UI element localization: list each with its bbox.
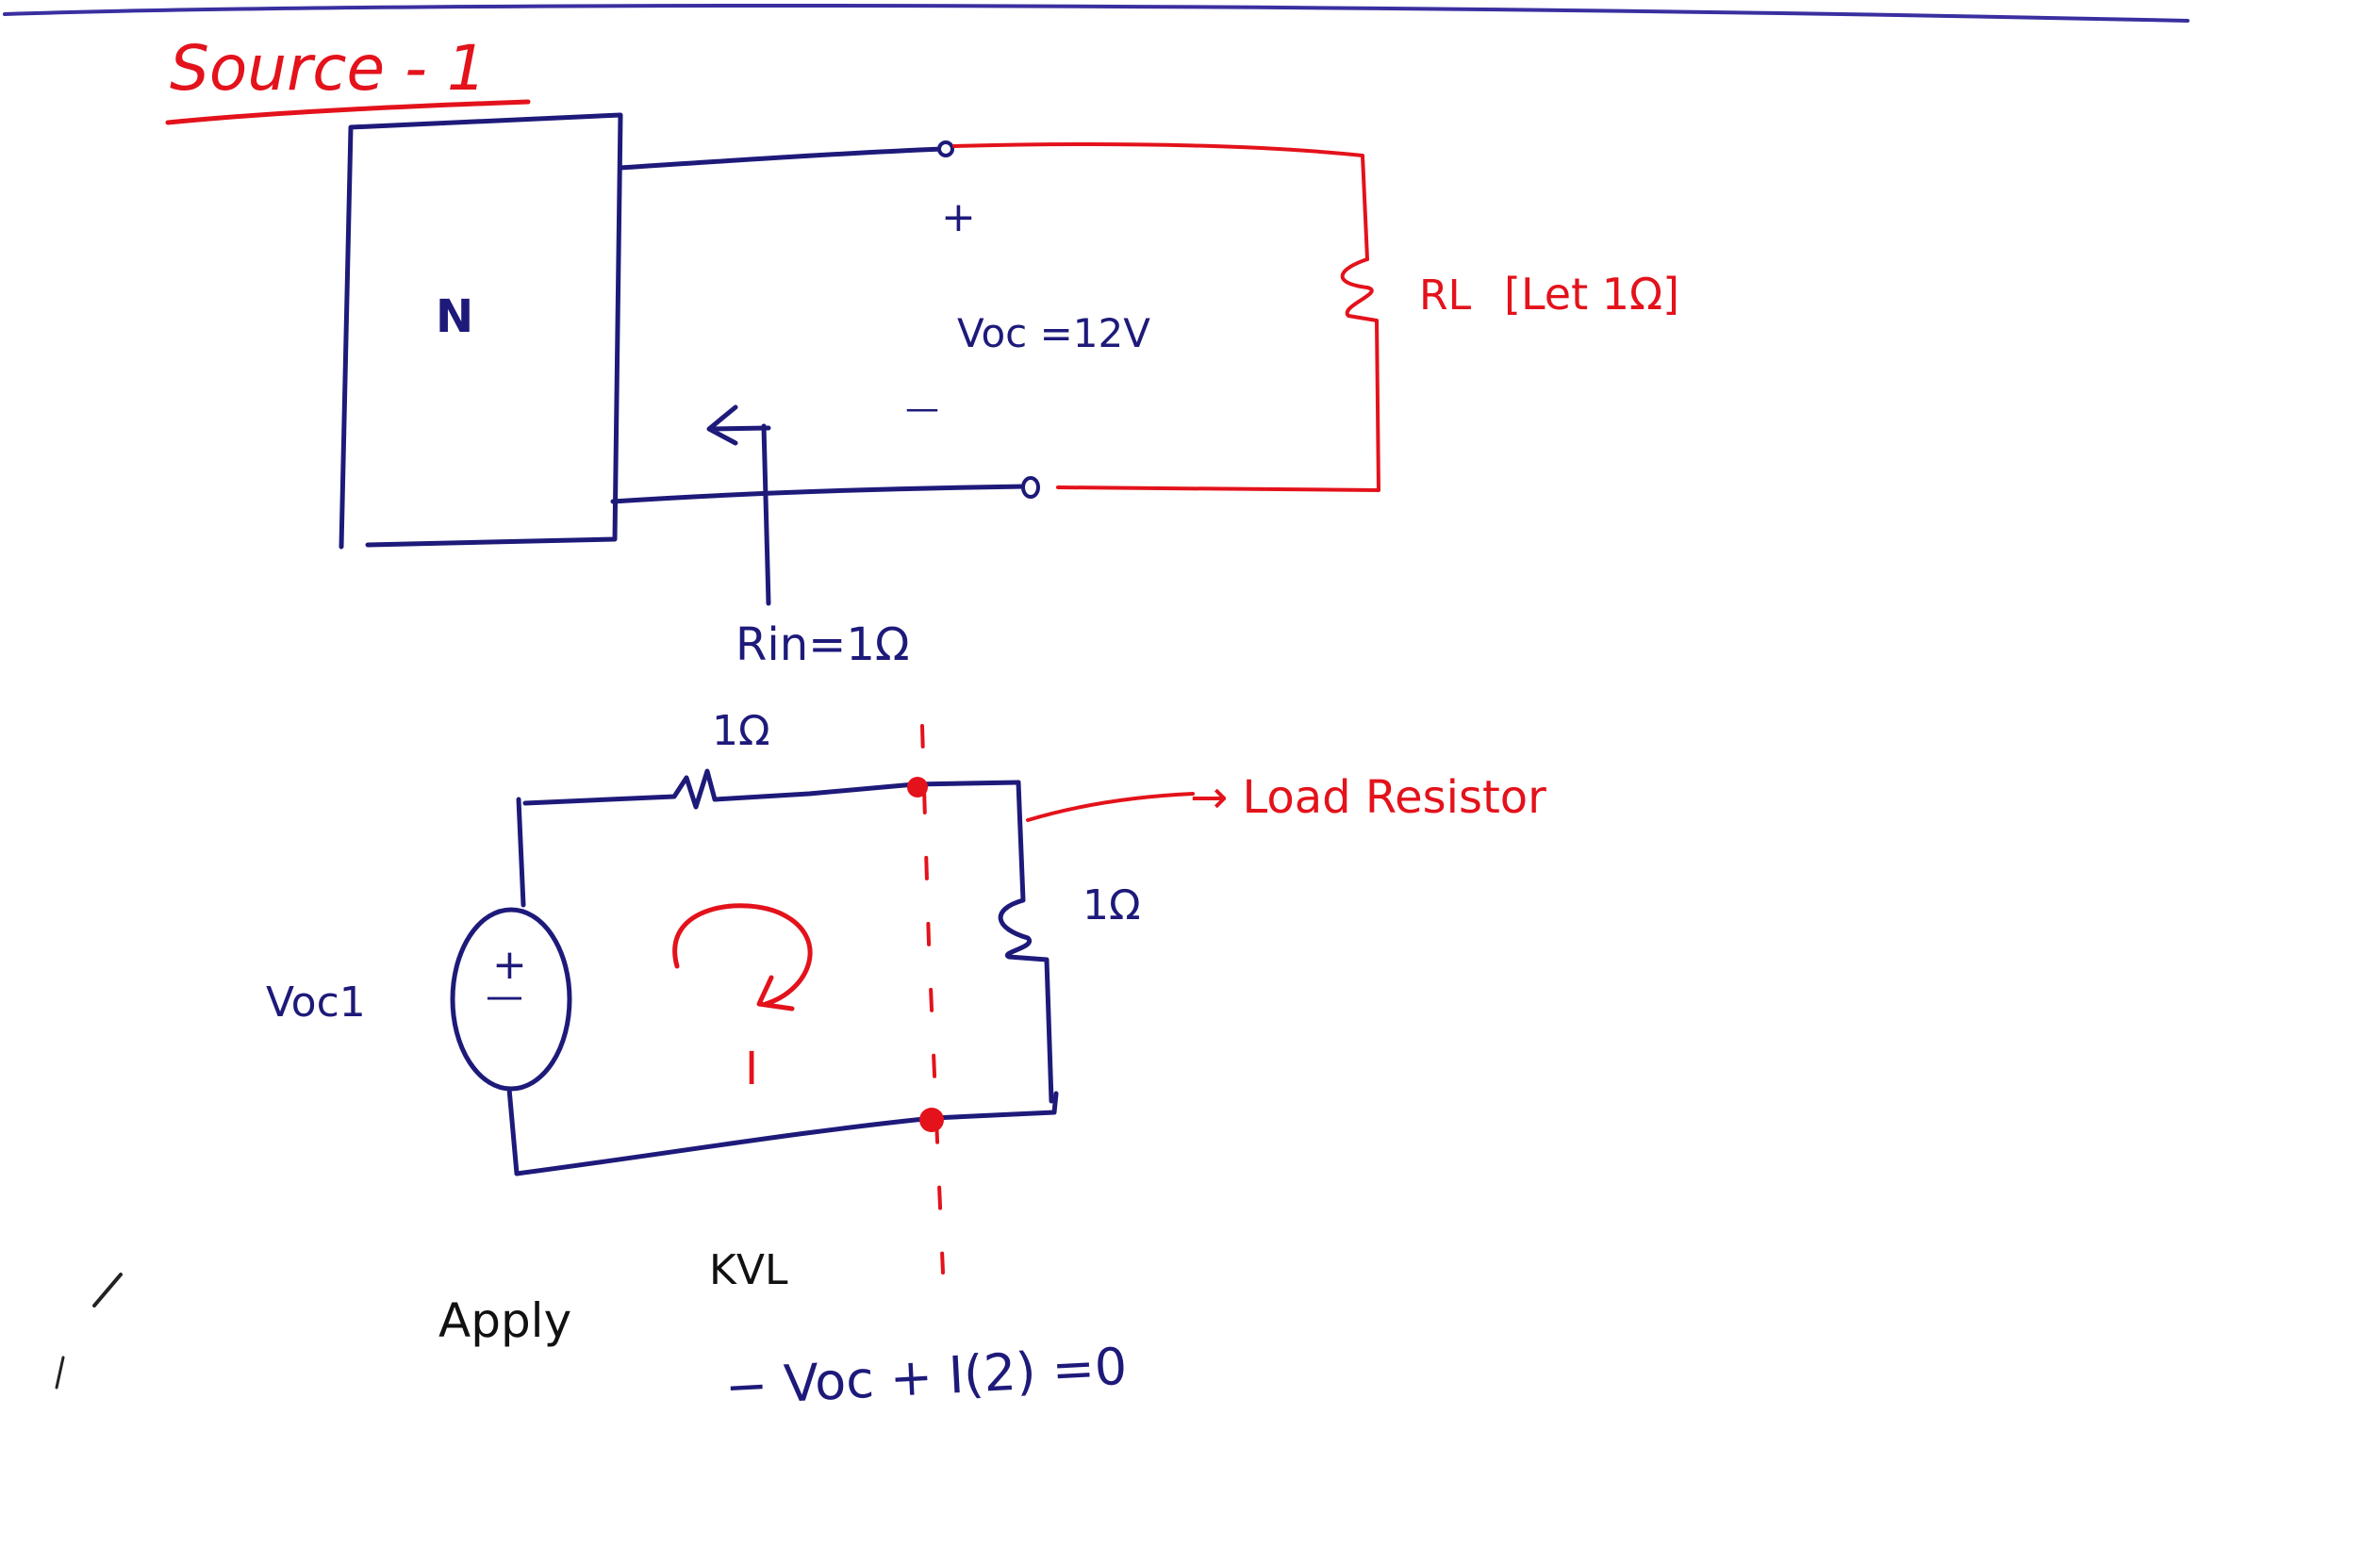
load-resistor-rl bbox=[1056, 257, 1380, 492]
kvl-section: Apply KVL − Voc + I(2) =0 bbox=[438, 1246, 1129, 1417]
load-annotation-line bbox=[1026, 792, 1195, 822]
load-resistor bbox=[998, 780, 1054, 1104]
rl-label: RL bbox=[1419, 271, 1472, 320]
rin-label: Rin=1Ω bbox=[735, 618, 910, 671]
negative-terminal bbox=[1021, 476, 1040, 499]
top-circuit: N + Voc =12V — RL [Let 1Ω] Rin=1Ω bbox=[339, 112, 1679, 671]
series-resistor-label: 1Ω bbox=[712, 707, 770, 755]
voc-label: Voc =12V bbox=[957, 310, 1150, 356]
rin-arrow-icon bbox=[706, 404, 771, 446]
title-underline bbox=[165, 99, 531, 125]
top-wire-negative bbox=[610, 484, 1029, 504]
title-text: Source - 1 bbox=[170, 32, 487, 105]
page-top-line bbox=[3, 3, 2190, 23]
kvl-text: KVL bbox=[709, 1246, 788, 1294]
rin-pointer bbox=[761, 423, 771, 606]
source-label: Voc1 bbox=[266, 979, 366, 1027]
cut-line bbox=[920, 724, 945, 1275]
kvl-equation: − Voc + I(2) =0 bbox=[723, 1337, 1128, 1417]
current-label: I bbox=[745, 1043, 758, 1095]
node-top-marker bbox=[907, 777, 928, 798]
load-resistor-label: 1Ω bbox=[1083, 881, 1141, 929]
series-resistor bbox=[522, 768, 1021, 810]
source-minus: — bbox=[486, 975, 523, 1018]
node-bottom-marker bbox=[919, 1108, 944, 1132]
current-loop-arrow-icon bbox=[672, 903, 813, 1011]
network-box bbox=[339, 112, 623, 550]
apply-text: Apply bbox=[438, 1293, 571, 1348]
margin-mark-2 bbox=[55, 1356, 65, 1390]
source-plus: + bbox=[492, 941, 527, 989]
rl-note: [Let 1Ω] bbox=[1504, 269, 1679, 320]
bottom-circuit: 1Ω + — Voc1 1Ω → Load Resistor I bbox=[266, 707, 1546, 1275]
load-wire bbox=[952, 142, 1369, 261]
left-wire bbox=[516, 797, 526, 908]
network-label: N bbox=[436, 290, 473, 343]
positive-terminal bbox=[937, 140, 954, 157]
margin-mark bbox=[92, 1273, 123, 1308]
top-wire-positive bbox=[618, 146, 946, 171]
bottom-wire bbox=[506, 1086, 1059, 1176]
load-annotation: → Load Resistor bbox=[1190, 771, 1546, 824]
plus-sign: + bbox=[941, 193, 976, 241]
minus-sign: — bbox=[905, 389, 939, 428]
